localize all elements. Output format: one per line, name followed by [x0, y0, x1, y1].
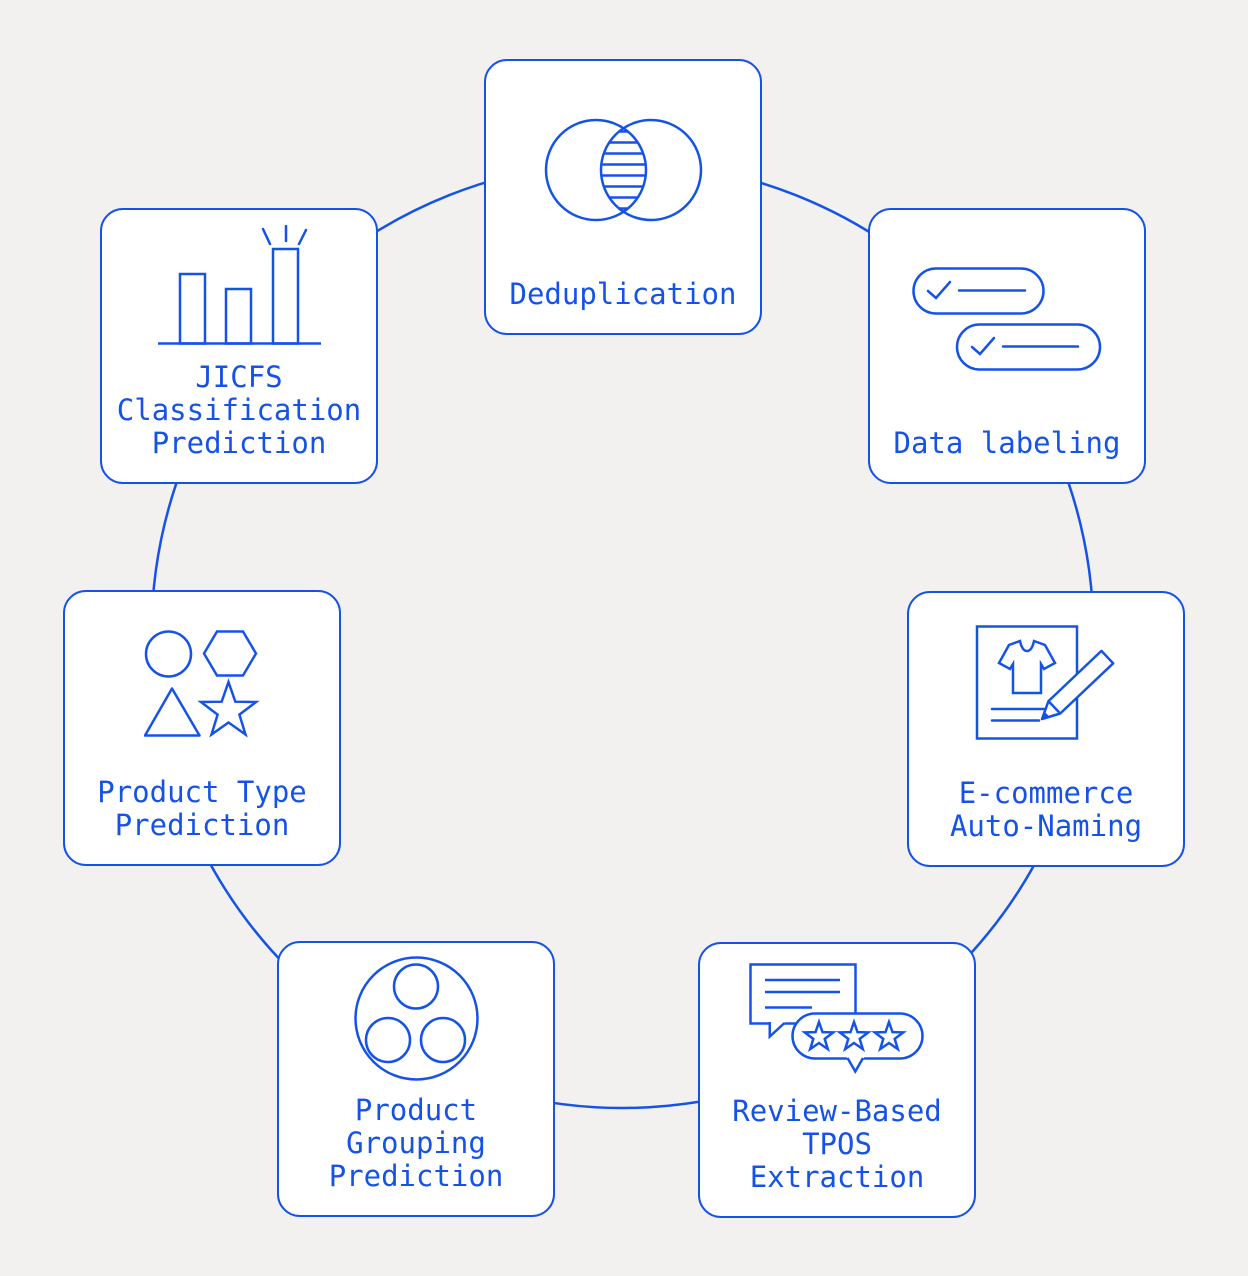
card-product-grouping: Product Grouping Prediction — [277, 941, 555, 1217]
card-jicfs-classification: JICFS Classification Prediction — [100, 208, 378, 484]
product-naming-icon — [975, 625, 1115, 740]
card-data-labeling: Data labeling — [868, 208, 1146, 484]
icon-area — [486, 61, 760, 278]
icon-area — [279, 943, 553, 1094]
card-label: Product Type Prediction — [97, 775, 307, 842]
icon-area — [700, 944, 974, 1095]
icon-area — [65, 592, 339, 776]
card-review-tpos: Review-Based TPOS Extraction — [698, 942, 976, 1218]
card-label: Review-Based TPOS Extraction — [732, 1094, 942, 1194]
card-product-type: Product Type Prediction — [63, 590, 341, 866]
card-label: Data labeling — [893, 426, 1121, 460]
icon-area — [909, 593, 1183, 777]
card-deduplication: Deduplication — [484, 59, 762, 335]
checklist-icon — [912, 266, 1102, 371]
shapes-icon — [144, 629, 260, 738]
card-label: Deduplication — [509, 277, 737, 311]
review-stars-icon — [749, 963, 924, 1075]
icon-area — [102, 210, 376, 361]
grouping-circles-icon — [353, 955, 479, 1081]
card-label: JICFS Classification Prediction — [116, 360, 362, 460]
icon-area — [870, 210, 1144, 427]
bar-chart-icon — [157, 224, 321, 345]
card-ecommerce-auto-naming: E-commerce Auto-Naming — [907, 591, 1185, 867]
card-label: Product Grouping Prediction — [328, 1093, 504, 1193]
venn-diagram-icon — [544, 118, 702, 221]
card-label: E-commerce Auto-Naming — [949, 776, 1143, 843]
